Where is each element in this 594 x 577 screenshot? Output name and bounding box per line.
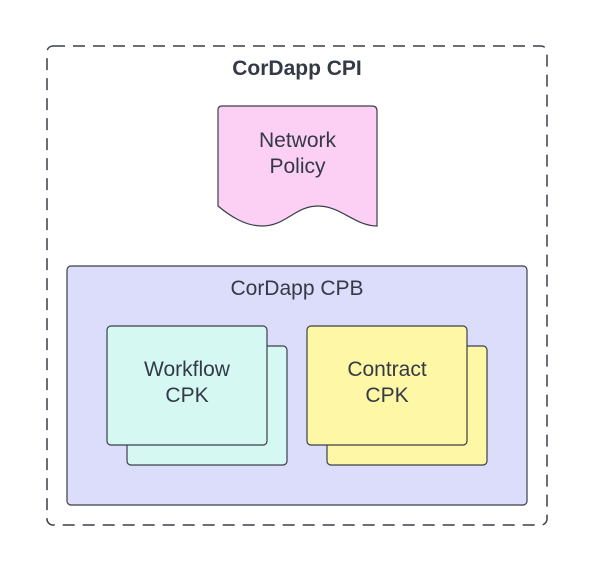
contract-cpk-line-1: Contract — [347, 358, 427, 381]
workflow-cpk-line-1: Workflow — [144, 358, 230, 381]
cpb-title: CorDapp CPB — [230, 277, 364, 300]
cpi-title: CorDapp CPI — [232, 57, 362, 80]
contract-cpk-label: Contract CPK — [307, 357, 467, 409]
contract-cpk-front-card — [306, 325, 468, 446]
network-policy-label: Network Policy — [218, 128, 377, 180]
contract-cpk-line-2: CPK — [365, 384, 409, 407]
network-policy-shape — [217, 105, 378, 227]
workflow-cpk-label: Workflow CPK — [107, 357, 267, 409]
workflow-cpk-front-card — [106, 325, 268, 446]
network-policy-line-1: Network — [258, 129, 337, 152]
network-policy-line-2: Policy — [269, 155, 326, 178]
cpi-container — [46, 45, 548, 526]
workflow-cpk-line-2: CPK — [165, 384, 209, 407]
